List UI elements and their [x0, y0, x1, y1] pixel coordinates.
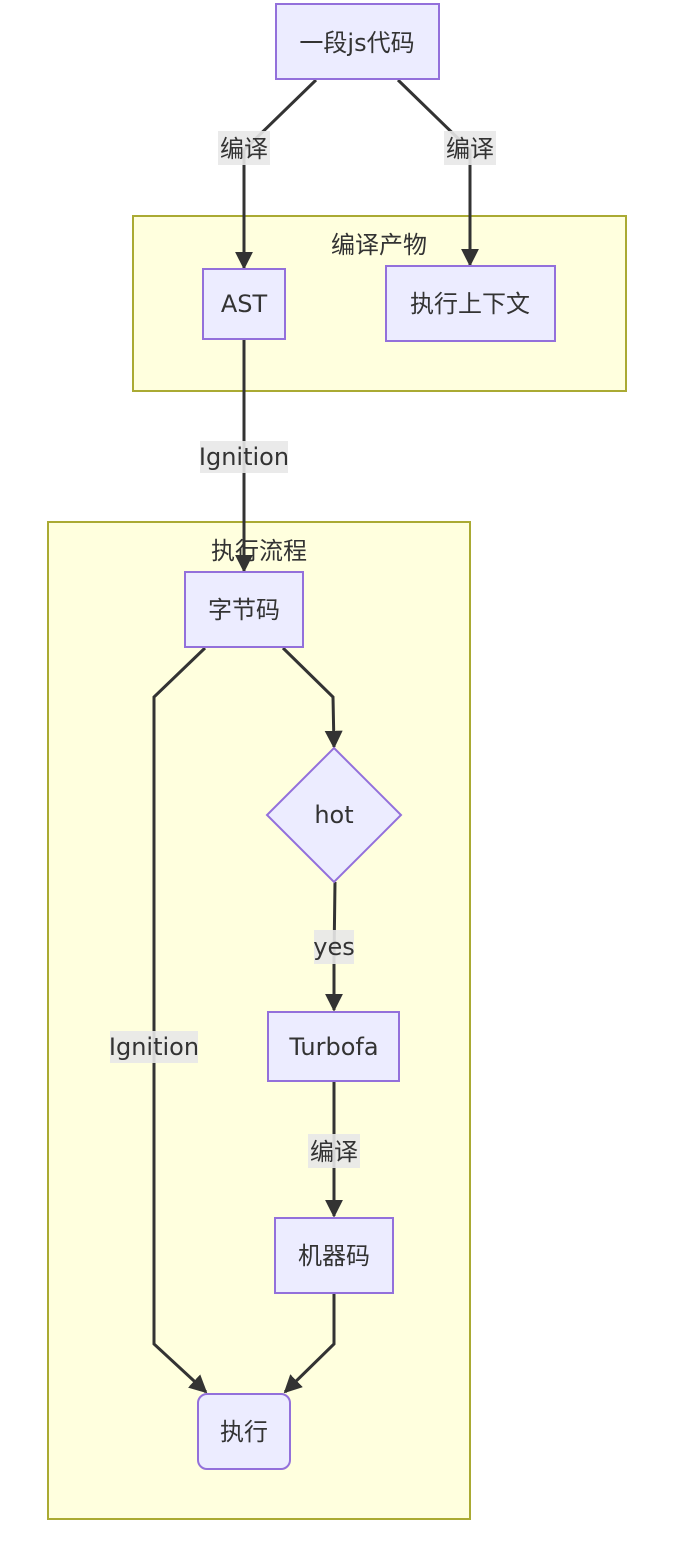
node-machine: 机器码: [274, 1217, 394, 1294]
node-bytecode-label: 字节码: [208, 596, 280, 624]
node-turbofan-label: Turbofa: [288, 1033, 378, 1061]
node-hot: hot: [265, 746, 403, 884]
edge-label-turbofan-machine: 编译: [310, 1138, 358, 1166]
node-context: 执行上下文: [385, 265, 556, 342]
node-source: 一段js代码: [275, 3, 440, 80]
node-turbofan: Turbofa: [267, 1011, 400, 1082]
node-machine-label: 机器码: [298, 1242, 370, 1270]
cluster-artifacts-title: 编译产物: [331, 231, 427, 259]
cluster-flow: 执行流程: [47, 521, 471, 1520]
edge-label-hot-turbofan: yes: [313, 933, 354, 961]
edge-label-source-context: 编译: [446, 135, 494, 163]
edge-bytecode-execute: [152, 646, 208, 1394]
edge-bytecode-hot: [281, 646, 343, 749]
edge-labels: 编译 编译 Ignition Ignition yes 编译: [109, 131, 496, 1168]
node-execute-label: 执行: [220, 1418, 268, 1446]
node-ast-label: AST: [221, 290, 268, 318]
edge-label-bytecode-execute: Ignition: [109, 1033, 199, 1061]
edge-label-ast-bytecode: Ignition: [199, 443, 289, 471]
node-ast: AST: [202, 268, 286, 340]
node-execute: 执行: [197, 1393, 291, 1470]
cluster-flow-title: 执行流程: [211, 537, 307, 565]
node-hot-label: hot: [314, 801, 353, 829]
node-bytecode: 字节码: [184, 571, 304, 648]
node-source-label: 一段js代码: [299, 29, 414, 57]
node-context-label: 执行上下文: [410, 290, 530, 318]
edge-label-source-ast: 编译: [220, 135, 268, 163]
edge-machine-execute: [283, 1294, 336, 1394]
